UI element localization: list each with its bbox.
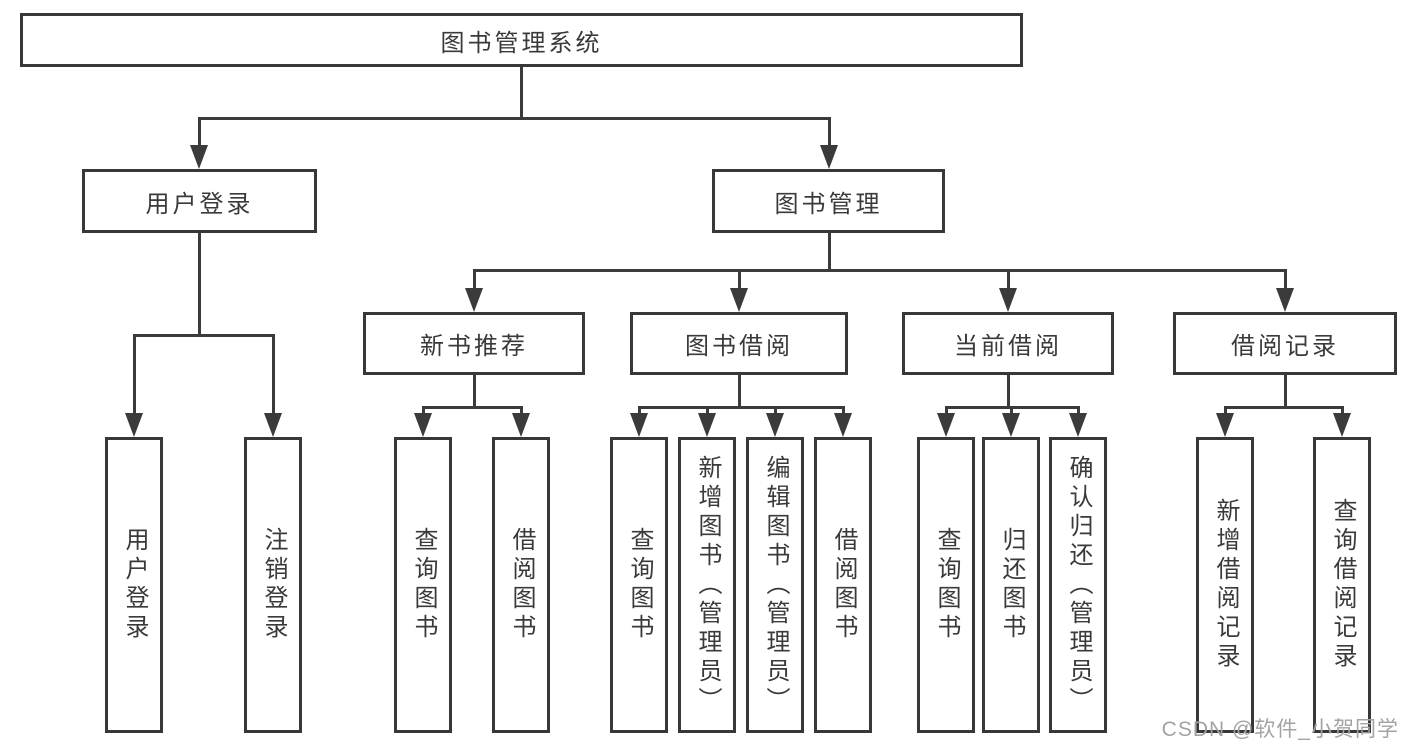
arrowhead [125, 413, 143, 437]
leaf-label: 确认归还（管理员） [1065, 454, 1092, 716]
v-connector-book-management-stem [828, 233, 831, 270]
v-connector-leaf [520, 406, 523, 413]
v-connector-leaf [638, 406, 641, 413]
leaf-box-query-books-1: 查询图书 [394, 437, 452, 733]
v-connector-leaf [842, 406, 845, 413]
branch-label: 图书管理 [774, 190, 883, 218]
arrowhead [630, 413, 648, 437]
leaf-box-user-login: 用户登录 [105, 437, 163, 733]
v-connector-group0-stem [473, 375, 476, 407]
v-connector-leaf [945, 406, 948, 413]
arrowhead [1333, 413, 1351, 437]
leaf-label: 查询借阅记录 [1329, 498, 1356, 672]
arrowhead [1069, 413, 1087, 437]
v-connector-group1-stem [738, 375, 741, 407]
leaf-label: 查询图书 [933, 527, 960, 643]
arrowhead [1216, 413, 1234, 437]
arrowhead [698, 413, 716, 437]
h-connector-level1 [199, 117, 829, 120]
v-connector-to-current-borrow [1007, 269, 1010, 288]
root-box-library-system: 图书管理系统 [20, 13, 1023, 67]
leaf-label: 用户登录 [121, 527, 148, 643]
leaf-label: 注销登录 [260, 527, 287, 643]
arrowhead [999, 288, 1017, 312]
v-connector-to-login-leaf [133, 334, 136, 413]
leaf-label: 新增图书（管理员） [694, 454, 721, 716]
arrowhead [512, 413, 530, 437]
arrowhead [834, 413, 852, 437]
root-label: 图书管理系统 [440, 29, 603, 57]
arrowhead [820, 145, 838, 169]
v-connector-to-book-borrow [738, 269, 741, 288]
v-connector-group2-stem [1007, 375, 1010, 407]
h-connector-level3 [474, 269, 1285, 272]
leaf-label: 查询图书 [410, 527, 437, 643]
group-box-book-borrow: 图书借阅 [630, 312, 848, 375]
leaf-box-confirm-return-admin: 确认归还（管理员） [1049, 437, 1107, 733]
arrowhead [766, 413, 784, 437]
v-connector-leaf [706, 406, 709, 413]
arrowhead [465, 288, 483, 312]
leaf-label: 编辑图书（管理员） [762, 454, 789, 716]
leaf-label: 新增借阅记录 [1212, 498, 1239, 672]
leaf-box-query-borrow-record: 查询借阅记录 [1313, 437, 1371, 733]
h-connector-group1 [639, 406, 844, 409]
arrowhead [1002, 413, 1020, 437]
leaf-box-add-borrow-record: 新增借阅记录 [1196, 437, 1254, 733]
v-connector-root [520, 67, 523, 118]
v-connector-leaf [774, 406, 777, 413]
group-label: 新书推荐 [420, 333, 528, 360]
group-label: 图书借阅 [685, 333, 793, 360]
leaf-label: 借阅图书 [508, 527, 535, 643]
leaf-box-query-books-3: 查询图书 [917, 437, 975, 733]
leaf-label: 借阅图书 [830, 527, 857, 643]
leaf-box-add-books-admin: 新增图书（管理员） [678, 437, 736, 733]
v-connector-to-book-management [828, 117, 831, 145]
v-connector-to-borrow-records [1284, 269, 1287, 288]
v-connector-to-logout-leaf [272, 334, 275, 413]
leaf-label: 归还图书 [998, 527, 1025, 643]
arrowhead [190, 145, 208, 169]
leaf-box-borrow-books-1: 借阅图书 [492, 437, 550, 733]
arrowhead [1276, 288, 1294, 312]
v-connector-user-login-stem [198, 233, 201, 335]
leaf-label: 查询图书 [626, 527, 653, 643]
v-connector-leaf [1077, 406, 1080, 413]
leaf-box-borrow-books-2: 借阅图书 [814, 437, 872, 733]
branch-box-user-login: 用户登录 [82, 169, 317, 233]
group-label: 借阅记录 [1231, 333, 1339, 360]
arrowhead [937, 413, 955, 437]
leaf-box-query-books-2: 查询图书 [610, 437, 668, 733]
group-box-borrow-records: 借阅记录 [1173, 312, 1397, 375]
v-connector-leaf [422, 406, 425, 413]
v-connector-to-new-book [473, 269, 476, 288]
v-connector-leaf [1010, 406, 1013, 413]
arrowhead [730, 288, 748, 312]
branch-box-book-management: 图书管理 [712, 169, 945, 233]
leaf-box-logout: 注销登录 [244, 437, 302, 733]
v-connector-leaf [1224, 406, 1227, 413]
h-connector-user-login [134, 334, 273, 337]
h-connector-group3 [1225, 406, 1343, 409]
v-connector-group3-stem [1284, 375, 1287, 407]
csdn-watermark: CSDN @软件_小贺同学 [1161, 718, 1399, 741]
v-connector-leaf [1341, 406, 1344, 413]
arrowhead [264, 413, 282, 437]
group-box-new-book-recommend: 新书推荐 [363, 312, 585, 375]
leaf-box-return-books: 归还图书 [982, 437, 1040, 733]
arrowhead [414, 413, 432, 437]
group-label: 当前借阅 [954, 333, 1062, 360]
group-box-current-borrow: 当前借阅 [902, 312, 1114, 375]
h-connector-group0 [423, 406, 522, 409]
v-connector-to-user-login [198, 117, 201, 145]
leaf-box-edit-books-admin: 编辑图书（管理员） [746, 437, 804, 733]
branch-label: 用户登录 [145, 190, 254, 218]
